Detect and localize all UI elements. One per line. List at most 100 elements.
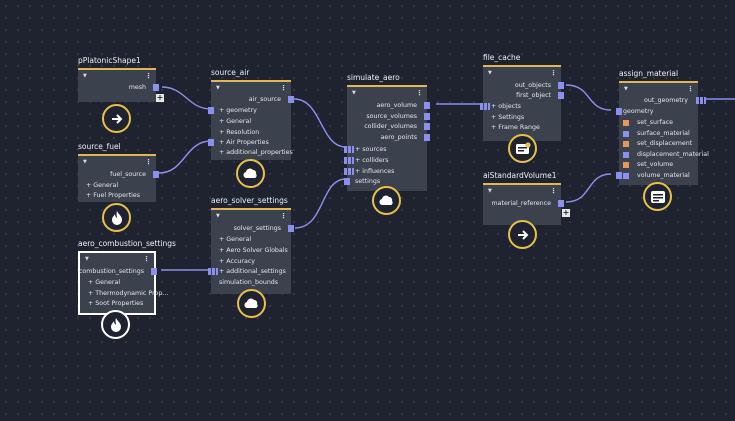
node-menu-icon[interactable]: ⋮ bbox=[280, 84, 287, 92]
param-group-row[interactable]: + Thermodynamic Prop... bbox=[80, 289, 168, 299]
node-menu-icon[interactable]: ⋮ bbox=[145, 158, 152, 166]
node-body[interactable]: ▼ ⋮ air_source + geometry + General + Re… bbox=[208, 80, 294, 160]
param-group-row[interactable]: + General bbox=[80, 278, 154, 288]
output-port[interactable] bbox=[288, 225, 294, 232]
add-port-button[interactable]: + bbox=[562, 208, 570, 217]
input-port[interactable] bbox=[616, 108, 622, 115]
node-menu-icon[interactable]: ⋮ bbox=[280, 212, 287, 220]
node-body-selected[interactable]: ▼ ⋮ combustion_settings + General + Ther… bbox=[78, 251, 168, 315]
collapse-triangle-icon[interactable]: ▼ bbox=[83, 159, 87, 165]
collapse-triangle-icon[interactable]: ▼ bbox=[83, 73, 87, 79]
param-group-row[interactable]: + General bbox=[211, 235, 291, 245]
node-file-cache[interactable]: file_cache ▼ ⋮ out_objects first_object … bbox=[480, 53, 564, 141]
node-menu-icon[interactable]: ⋮ bbox=[143, 255, 150, 263]
param-row[interactable]: simulation_bounds bbox=[211, 278, 291, 288]
input-port[interactable] bbox=[208, 139, 214, 146]
output-port[interactable] bbox=[558, 200, 564, 207]
output-port[interactable] bbox=[424, 134, 430, 141]
input-port[interactable] bbox=[208, 107, 214, 114]
output-port[interactable] bbox=[153, 84, 159, 91]
output-port[interactable] bbox=[288, 96, 294, 103]
param-row[interactable]: volume_material bbox=[616, 171, 698, 181]
node-pplatonicshape1[interactable]: pPlatonicShape1 ▼ ⋮ mesh + bbox=[78, 56, 164, 102]
cloud-icon[interactable] bbox=[372, 186, 401, 215]
output-port[interactable] bbox=[558, 92, 564, 99]
node-body[interactable]: ▼ ⋮ out_objects first_object + objects +… bbox=[480, 65, 564, 141]
collapse-triangle-icon[interactable]: ▼ bbox=[624, 86, 628, 92]
param-group-row[interactable]: + General bbox=[78, 181, 156, 191]
param-group-settings[interactable]: + Settings bbox=[491, 114, 525, 121]
input-port[interactable] bbox=[344, 146, 354, 153]
param-row[interactable]: set_surface bbox=[619, 118, 698, 128]
node-menu-icon[interactable]: ⋮ bbox=[687, 85, 694, 93]
param-group-fuel-properties[interactable]: + Fuel Properties bbox=[86, 192, 140, 199]
param-row[interactable]: displacement_material bbox=[619, 150, 709, 160]
material-swatch-blue[interactable] bbox=[623, 152, 629, 158]
input-port[interactable] bbox=[344, 168, 354, 175]
input-port[interactable] bbox=[208, 268, 218, 275]
node-assign-material[interactable]: assign_material ▼ ⋮ out_geometry geometr… bbox=[616, 69, 709, 185]
param-group-general[interactable]: + General bbox=[88, 279, 121, 286]
param-group-row[interactable]: + General bbox=[211, 117, 291, 127]
material-swatch-blue[interactable] bbox=[623, 131, 629, 137]
param-group-row[interactable]: + Fuel Properties bbox=[78, 191, 156, 201]
param-group-general[interactable]: + General bbox=[219, 236, 252, 243]
param-group-row[interactable]: + Aero Solver Globals bbox=[211, 246, 291, 256]
param-simulation-bounds[interactable]: simulation_bounds bbox=[219, 279, 279, 286]
cache-icon[interactable] bbox=[508, 134, 537, 163]
param-group-row[interactable]: + Accuracy bbox=[211, 257, 291, 267]
output-port[interactable] bbox=[424, 102, 430, 109]
param-group-soot[interactable]: + Soot Properties bbox=[88, 300, 144, 307]
node-body[interactable]: ▼ ⋮ out_geometry geometry set_surface su… bbox=[616, 81, 709, 185]
param-group-row[interactable]: + additional_properties bbox=[211, 148, 293, 158]
param-group-accuracy[interactable]: + Accuracy bbox=[219, 258, 256, 265]
param-group-solver-globals[interactable]: + Aero Solver Globals bbox=[219, 247, 288, 254]
node-menu-icon[interactable]: ⋮ bbox=[550, 187, 557, 195]
param-row[interactable]: set_volume bbox=[619, 160, 698, 170]
param-group-row[interactable]: + Settings bbox=[483, 113, 561, 123]
input-port[interactable] bbox=[616, 172, 622, 179]
node-source-air[interactable]: source_air ▼ ⋮ air_source + geometry + G… bbox=[208, 68, 294, 160]
param-group-row[interactable]: + Soot Properties bbox=[80, 299, 154, 309]
output-port[interactable] bbox=[696, 97, 706, 104]
param-row[interactable]: set_displacement bbox=[619, 139, 698, 149]
node-menu-icon[interactable]: ⋮ bbox=[550, 69, 557, 77]
bool-swatch-orange[interactable] bbox=[623, 120, 629, 126]
node-body[interactable]: ▼ ⋮ material_reference bbox=[483, 183, 564, 225]
node-body[interactable]: ▼ ⋮ solver_settings + General + Aero Sol… bbox=[208, 208, 294, 294]
input-port[interactable] bbox=[480, 103, 490, 110]
output-port[interactable] bbox=[424, 113, 430, 120]
material-swatch-blue[interactable] bbox=[623, 173, 629, 179]
output-port[interactable] bbox=[424, 123, 430, 130]
param-group-general[interactable]: + General bbox=[219, 118, 252, 125]
flame-icon[interactable] bbox=[101, 310, 130, 339]
param-row[interactable]: surface_material bbox=[619, 129, 698, 139]
bool-swatch-orange[interactable] bbox=[623, 141, 629, 147]
param-group-additional[interactable]: + additional_properties bbox=[219, 149, 293, 156]
node-body[interactable]: ▼ ⋮ mesh bbox=[78, 68, 159, 102]
input-port[interactable] bbox=[344, 157, 354, 164]
arrow-right-icon[interactable] bbox=[508, 220, 537, 249]
collapse-triangle-icon[interactable]: ▼ bbox=[216, 85, 220, 91]
collapse-triangle-icon[interactable]: ▼ bbox=[488, 70, 492, 76]
node-menu-icon[interactable]: ⋮ bbox=[145, 72, 152, 80]
node-source-fuel[interactable]: source_fuel ▼ ⋮ fuel_source + General + … bbox=[78, 142, 159, 202]
output-port[interactable] bbox=[151, 268, 157, 275]
node-aero-solver-settings[interactable]: aero_solver_settings ▼ ⋮ solver_settings… bbox=[208, 196, 294, 294]
collapse-triangle-icon[interactable]: ▼ bbox=[352, 90, 356, 96]
add-port-button[interactable]: + bbox=[156, 93, 164, 102]
node-menu-icon[interactable]: ⋮ bbox=[416, 89, 423, 97]
input-port[interactable] bbox=[344, 178, 350, 185]
node-body[interactable]: ▼ ⋮ aero_volume source_volumes collider_… bbox=[344, 85, 430, 191]
param-group-general[interactable]: + General bbox=[86, 182, 119, 189]
material-icon[interactable] bbox=[643, 182, 672, 211]
param-group-frame-range[interactable]: + Frame Range bbox=[491, 124, 540, 131]
node-simulate-aero[interactable]: simulate_aero ▼ ⋮ aero_volume source_vol… bbox=[344, 73, 430, 191]
bool-swatch-orange[interactable] bbox=[623, 162, 629, 168]
collapse-triangle-icon[interactable]: ▼ bbox=[216, 213, 220, 219]
output-port[interactable] bbox=[558, 82, 564, 89]
param-group-thermodynamic[interactable]: + Thermodynamic Prop... bbox=[88, 290, 169, 297]
arrow-right-icon[interactable] bbox=[102, 104, 131, 133]
flame-icon[interactable] bbox=[102, 203, 131, 232]
cloud-icon[interactable] bbox=[236, 159, 265, 188]
